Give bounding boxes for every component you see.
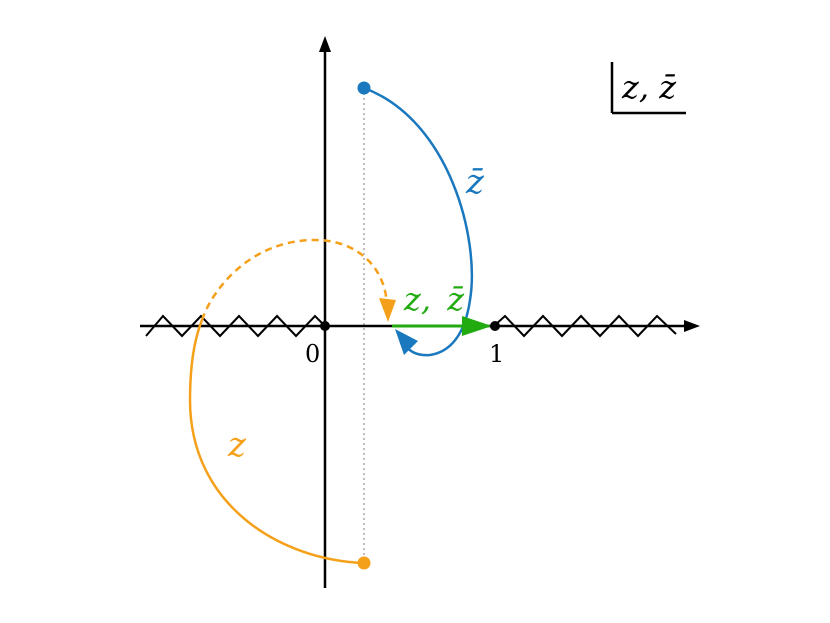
imaginary-axis-arrowhead — [319, 36, 331, 52]
box-label: z, z̄ — [621, 68, 677, 106]
zbar-contour-arrowhead — [395, 329, 418, 355]
zbar-start-point — [357, 81, 371, 95]
one-label: 1 — [489, 340, 504, 368]
common-segment-label: z, z̄ — [403, 280, 465, 318]
zbar-contour — [363, 86, 474, 357]
z-label: z — [227, 425, 247, 465]
common-segment-label-zbar: z̄ — [446, 280, 465, 318]
real-axis-arrowhead — [684, 320, 700, 332]
z-contour-solid — [188, 319, 365, 565]
branch-cut-left — [145, 314, 326, 338]
zbar-label: z̄ — [465, 162, 485, 202]
origin-point — [320, 321, 330, 331]
z-start-point — [357, 556, 371, 570]
z-contour-dashed — [200, 238, 389, 321]
origin-label: 0 — [305, 340, 320, 368]
common-segment-label-z: z, — [403, 280, 431, 318]
one-point — [490, 321, 500, 331]
z-contour-arrowhead — [379, 298, 396, 322]
branch-cut-right — [493, 314, 677, 338]
common-segment-arrowhead — [462, 316, 492, 336]
